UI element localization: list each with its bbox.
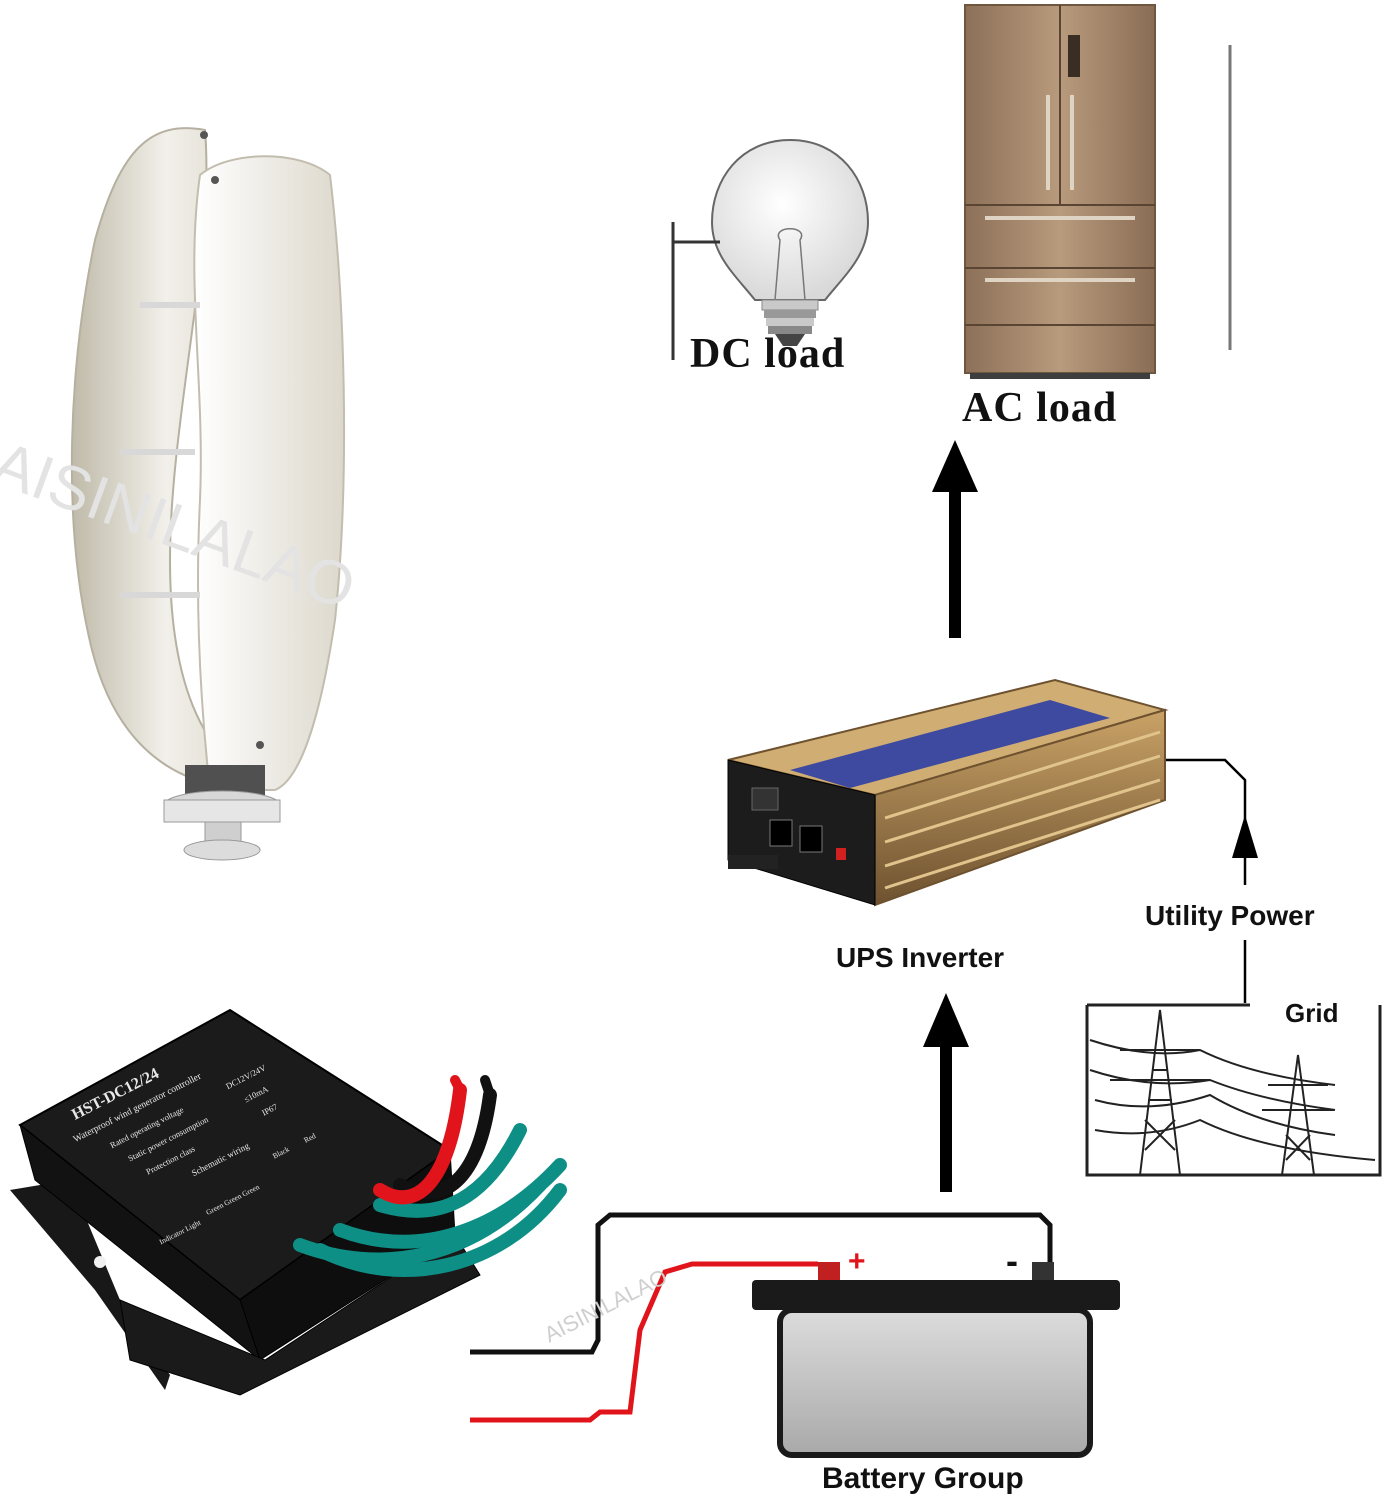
red-wire [470, 1261, 818, 1423]
battery-icon [752, 1262, 1120, 1458]
battery-group-label: Battery Group [822, 1462, 1024, 1495]
wind-controller-icon [10, 1008, 481, 1396]
arrow-up-icon [932, 440, 978, 638]
ups-inverter-icon [727, 678, 1169, 907]
dc-load-label: DC load [690, 331, 846, 377]
controller-mount-hole-icon [94, 1256, 106, 1268]
grid-label: Grid [1285, 998, 1339, 1028]
black-wire [470, 1212, 1053, 1355]
controller-cables [293, 1075, 567, 1277]
battery-plus-sign: + [848, 1245, 866, 1278]
utility-power-label: Utility Power [1145, 900, 1315, 931]
grid-towers-icon [1085, 1003, 1382, 1177]
light-bulb-icon [710, 138, 870, 346]
refrigerator-icon [964, 4, 1156, 379]
ac-load-label: AC load [962, 385, 1118, 431]
ups-inverter-label: UPS Inverter [836, 942, 1005, 973]
utility-power-line [1165, 758, 1258, 1003]
arrow-up-icon [923, 993, 969, 1192]
battery-minus-sign: - [1006, 1240, 1018, 1281]
wind-turbine-icon [70, 127, 346, 861]
